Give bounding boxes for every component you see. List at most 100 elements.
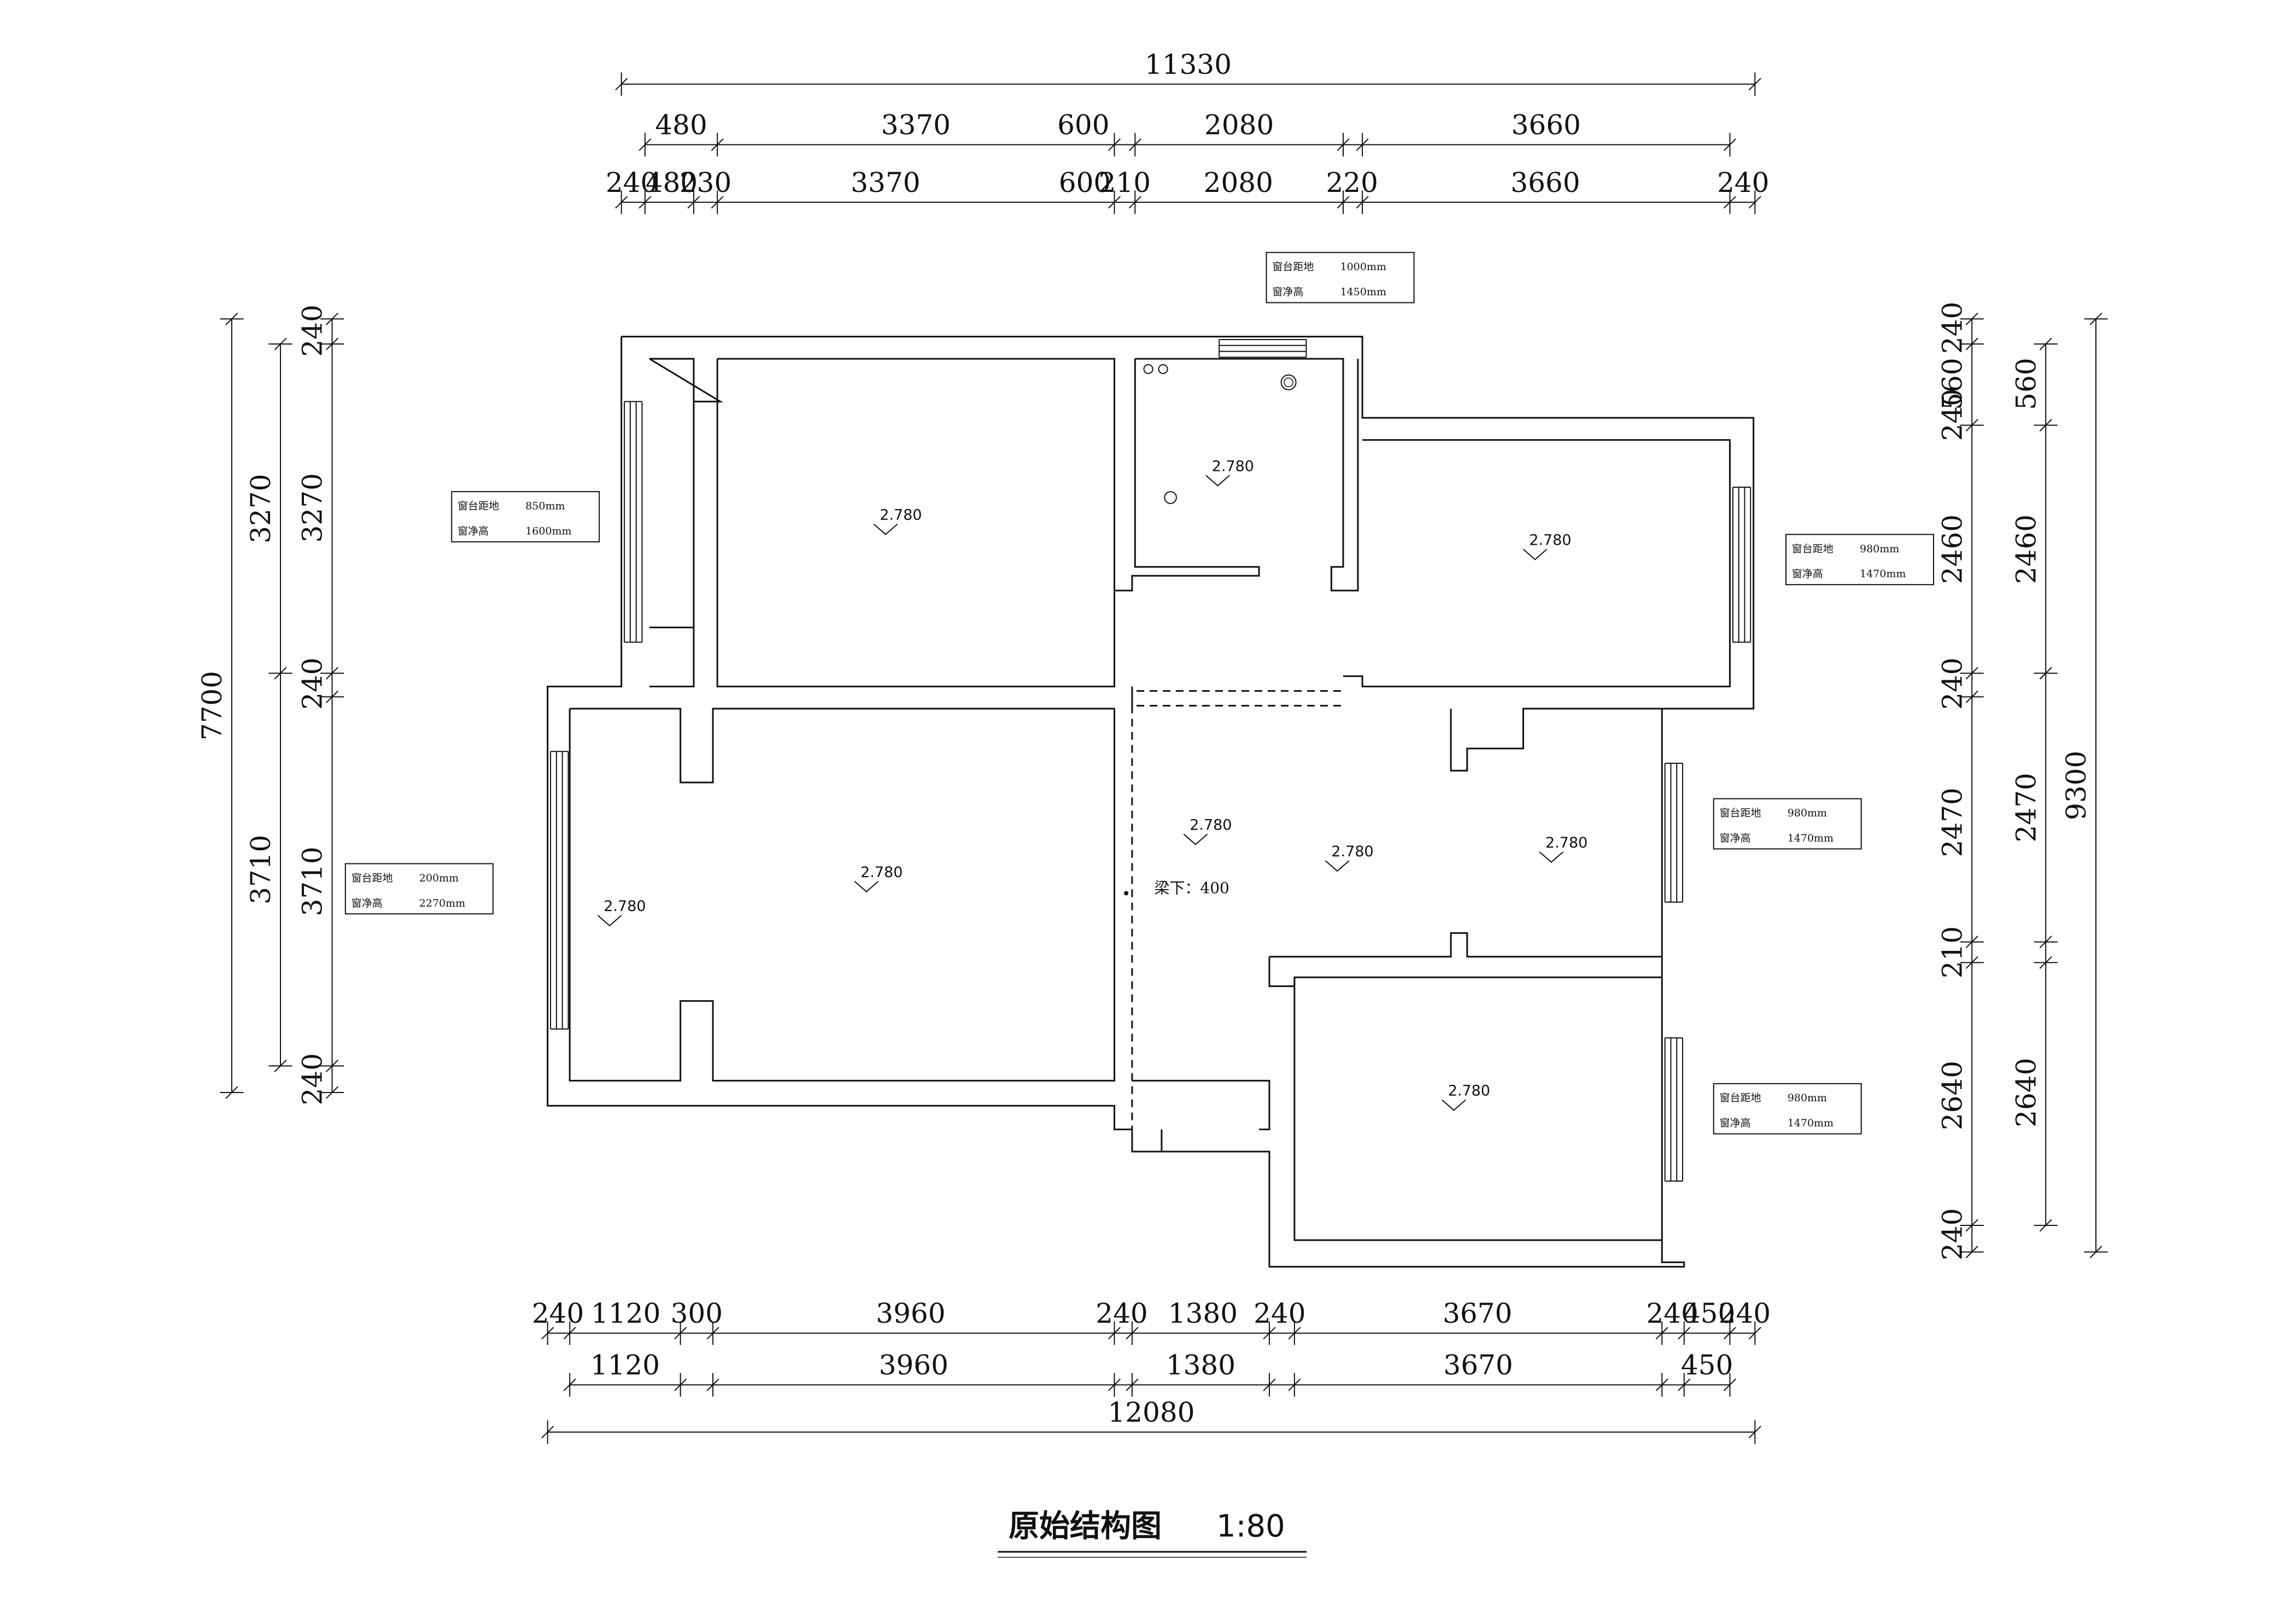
bottom-row1-label: 450 — [1683, 1298, 1735, 1329]
note-right-lower-height-value: 1470mm — [1788, 1117, 1834, 1129]
pipe-icon — [1164, 491, 1177, 504]
pipe-leader — [1181, 475, 1233, 498]
left-overall-label: 7700 — [196, 671, 228, 740]
dim-tick — [325, 337, 339, 350]
note-left-upper-height-label: 窗净高 — [458, 525, 489, 537]
bottom-row1-label: 1120 — [591, 1298, 660, 1329]
note-left-lower-height-label: 窗净高 — [352, 897, 383, 909]
dim-tick — [2039, 667, 2052, 680]
level-triangle — [1205, 475, 1230, 487]
dim-tick — [274, 667, 287, 680]
note-top-height-label: 窗净高 — [1272, 286, 1303, 298]
dim-tick — [1678, 1378, 1691, 1392]
level-triangle — [1325, 860, 1350, 872]
dim-tick — [1126, 1378, 1139, 1392]
dim-tick — [1108, 196, 1121, 209]
right-outer-label: 2460 — [2010, 515, 2042, 584]
dim-tick — [225, 312, 238, 325]
bottom-row1-label: 3960 — [876, 1298, 945, 1329]
room-low — [1293, 977, 1662, 1241]
dim-tick — [2039, 419, 2052, 432]
dim-tick — [1723, 138, 1736, 151]
dim-tick — [2089, 312, 2102, 325]
level-text: 2.780 — [880, 506, 922, 523]
level-mark: 2.780 — [1183, 816, 1232, 845]
note-right-upper-sill-label: 窗台距地 — [1792, 543, 1834, 555]
top-row2-label: 3370 — [851, 167, 920, 198]
level-triangle — [1522, 548, 1548, 560]
fixture-circle-icon — [1158, 364, 1168, 375]
room-mid-bottom — [1269, 932, 1662, 958]
bottom-row2-label: 1380 — [1166, 1350, 1235, 1381]
dim-tick — [1356, 196, 1369, 209]
dim-tick — [1126, 1327, 1139, 1340]
beam-note: 梁下：400 — [1154, 879, 1229, 897]
note-left-lower-box — [344, 863, 494, 915]
bottom-row1-label: 240 — [1646, 1298, 1698, 1329]
level-mark: 2.780 — [873, 506, 922, 535]
level-mark: 2.780 — [597, 898, 646, 927]
dim-tick — [541, 1327, 554, 1340]
dim-tick — [1748, 1426, 1761, 1439]
dim-tick — [687, 196, 700, 209]
right-inner-label: 2470 — [1936, 787, 1968, 857]
dim-tick — [639, 138, 652, 151]
note-left-lower-sill-value: 200mm — [419, 872, 459, 884]
scale-text: 1:80 — [1216, 1509, 1285, 1544]
left-outer-label: 3710 — [245, 835, 277, 904]
note-left-lower-sill-label: 窗台距地 — [352, 872, 393, 884]
level-mark: 2.780 — [854, 864, 903, 893]
level-text: 2.780 — [1212, 458, 1254, 475]
note-left-upper-box — [451, 491, 600, 542]
top-row2-label: 2080 — [1204, 167, 1273, 198]
right-inner-label: 240 — [1936, 302, 1968, 354]
dim-tick — [1965, 312, 1978, 325]
dim-tick — [1108, 1378, 1121, 1392]
dim-tick — [1965, 956, 1978, 969]
room-low-top — [1268, 956, 1662, 988]
note-right-middle-height-label: 窗净高 — [1720, 832, 1751, 844]
dim-tick — [711, 138, 724, 151]
dim-tick — [2039, 936, 2052, 949]
bottom-row1-label: 240 — [532, 1298, 584, 1329]
note-right-middle-box — [1713, 798, 1862, 850]
right-overall-label: 9300 — [2060, 751, 2092, 820]
title-text: 原始结构图 — [1009, 1509, 1162, 1544]
dim-tick — [541, 1426, 554, 1439]
level-text: 2.780 — [604, 898, 646, 915]
top-row2-label: 210 — [1099, 167, 1151, 198]
top-row2-label: 480 — [646, 167, 698, 198]
dim-tick — [1655, 1327, 1668, 1340]
dim-tick — [2039, 337, 2052, 350]
fixture-circle-icon — [1143, 364, 1153, 375]
level-text: 2.780 — [1545, 834, 1588, 851]
note-top-sill-label: 窗台距地 — [1272, 261, 1314, 273]
bottom-row2-label: 1120 — [590, 1350, 660, 1381]
bottom-row1-label: 1380 — [1168, 1298, 1238, 1329]
dim-tick — [2039, 956, 2052, 969]
room-mid-top — [1450, 708, 1662, 772]
dim-tick — [1965, 337, 1978, 350]
note-right-upper-height-value: 1470mm — [1860, 568, 1906, 580]
dim-tick — [2039, 1219, 2052, 1232]
drain-icon — [1280, 374, 1297, 390]
dim-tick — [1965, 1246, 1978, 1259]
note-top-sill-value: 1000mm — [1340, 261, 1386, 273]
level-mark: 2.780 — [1522, 531, 1571, 560]
note-top-height-value: 1450mm — [1340, 286, 1386, 298]
left-inner-label: 240 — [297, 1053, 329, 1105]
dim-tick — [639, 196, 652, 209]
level-text: 2.780 — [1190, 816, 1232, 833]
dim-tick — [1965, 1219, 1978, 1232]
dim-tick — [1337, 138, 1350, 151]
room-top-right — [1343, 439, 1731, 687]
dim-tick — [563, 1378, 576, 1392]
dim-tick — [274, 1059, 287, 1072]
dim-tick — [325, 1059, 339, 1072]
room-top-left — [716, 358, 1115, 687]
